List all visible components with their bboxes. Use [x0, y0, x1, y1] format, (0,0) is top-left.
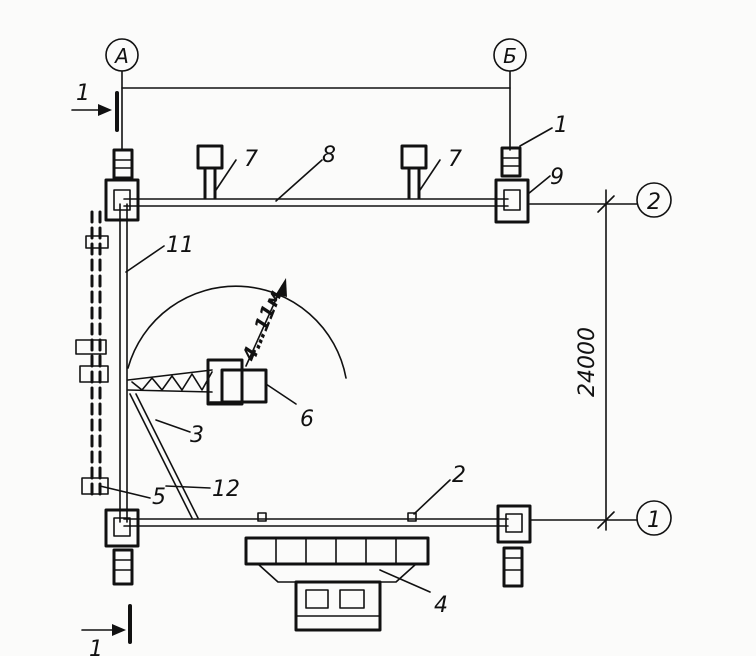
swing-arc: [127, 285, 347, 379]
crane-body: [206, 358, 268, 406]
column-top-right: [494, 146, 530, 224]
radius-arrow: 4…11м: [238, 278, 287, 367]
beam-left: [119, 203, 128, 523]
section-mark-bottom: 1: [81, 604, 132, 656]
strut-3: [129, 393, 193, 519]
axis-label-b: Б: [503, 44, 517, 68]
axis-label-2: 2: [647, 190, 661, 215]
column-bottom-left: [104, 508, 140, 586]
label-1-bottom: 1: [89, 637, 103, 656]
element-7-right: [400, 144, 428, 200]
label-8: 8: [322, 143, 336, 168]
label-4: 4: [434, 593, 448, 618]
label-3: 3: [190, 423, 204, 448]
label-6: 6: [300, 407, 314, 432]
axis-label-a: А: [113, 44, 129, 68]
dashed-staging: [75, 210, 109, 502]
label-7-right: 7: [448, 147, 462, 172]
label-1-right: 1: [554, 113, 568, 138]
dimension-text: 24000: [575, 327, 600, 397]
label-7-left: 7: [244, 147, 258, 172]
column-bottom-right: [496, 504, 532, 588]
axis-marker-2: 2: [529, 182, 672, 218]
radius-text: 4…11м: [238, 287, 287, 365]
element-7-left: [196, 144, 224, 200]
column-top-left: [104, 148, 140, 222]
section-mark-top: 1: [71, 81, 119, 132]
axis-marker-1: 1: [529, 500, 672, 536]
label-9: 9: [550, 165, 564, 190]
leader-lines: [99, 127, 553, 593]
component-4: [244, 536, 430, 632]
label-5: 5: [152, 485, 166, 510]
axis-label-1: 1: [647, 508, 661, 533]
label-1-top: 1: [76, 81, 90, 106]
beam-bottom: [123, 512, 509, 527]
crane-boom: [127, 369, 213, 393]
label-2: 2: [452, 463, 466, 488]
label-12: 12: [212, 477, 240, 502]
strut-12: [135, 393, 199, 519]
axis-marker-b: Б: [493, 38, 527, 151]
label-11: 11: [166, 233, 194, 258]
beam-top: [123, 198, 509, 207]
axis-marker-a: А: [105, 38, 139, 151]
vertical-dimension: 24000: [575, 189, 615, 531]
